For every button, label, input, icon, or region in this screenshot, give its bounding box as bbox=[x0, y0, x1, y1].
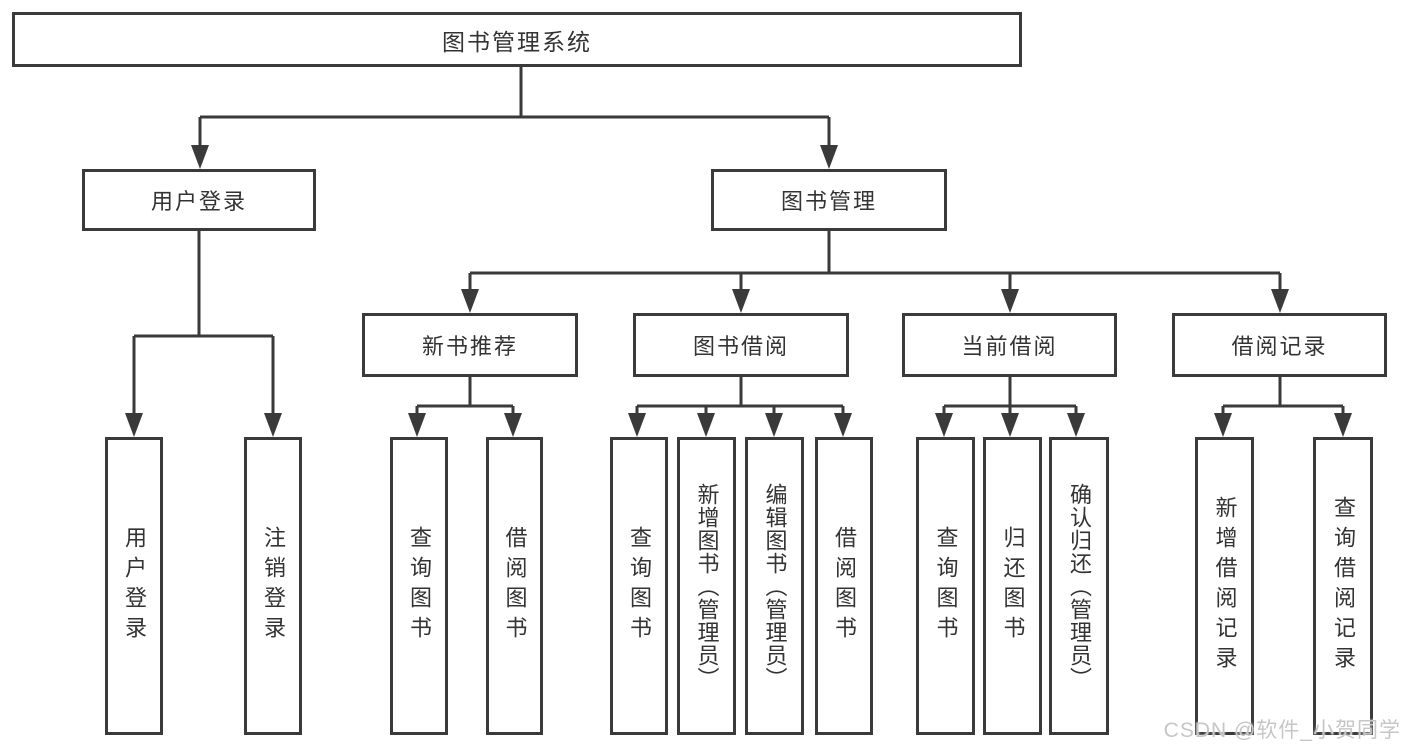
arrowhead-icons bbox=[125, 145, 1352, 437]
node-leaf-query-borrow-record: 查询借阅记录 bbox=[1313, 437, 1373, 735]
node-leaf-add-borrow-record: 新增借阅记录 bbox=[1195, 437, 1254, 735]
node-current-borrowing: 当前借阅 bbox=[902, 313, 1117, 377]
node-leaf-query-books-recommend: 查询图书 bbox=[390, 437, 448, 735]
node-book-borrowing: 图书借阅 bbox=[633, 313, 849, 377]
node-new-book-recommend: 新书推荐 bbox=[362, 313, 578, 377]
node-leaf-add-book-admin: 新增图书（管理员） bbox=[677, 437, 736, 735]
node-leaf-return-book: 归还图书 bbox=[983, 437, 1042, 735]
node-leaf-query-books-borrowing: 查询图书 bbox=[610, 437, 668, 735]
node-leaf-edit-book-admin: 编辑图书（管理员） bbox=[745, 437, 804, 735]
node-leaf-confirm-return-admin: 确认归还（管理员） bbox=[1049, 437, 1109, 735]
node-book-management: 图书管理 bbox=[711, 169, 947, 231]
node-borrowing-records: 借阅记录 bbox=[1172, 313, 1387, 377]
node-leaf-borrow-books-borrowing: 借阅图书 bbox=[815, 437, 873, 735]
node-user-login-branch: 用户登录 bbox=[82, 169, 316, 231]
node-leaf-query-books-current: 查询图书 bbox=[916, 437, 975, 735]
node-leaf-borrow-books-recommend: 借阅图书 bbox=[486, 437, 543, 735]
node-root: 图书管理系统 bbox=[12, 12, 1022, 67]
node-leaf-logout: 注销登录 bbox=[244, 437, 302, 735]
csdn-watermark: CSDN @软件_小贺同学 bbox=[1163, 719, 1401, 742]
node-leaf-user-login: 用户登录 bbox=[105, 437, 163, 735]
